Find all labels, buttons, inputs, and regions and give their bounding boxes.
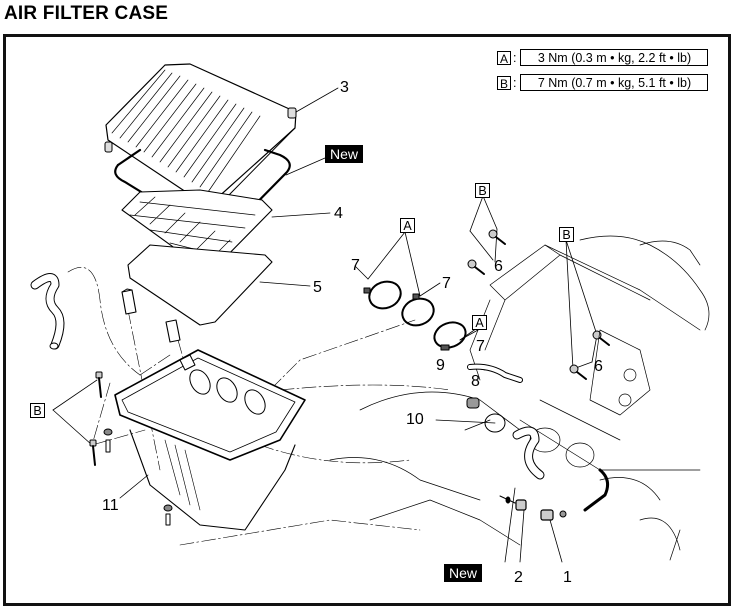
- air-filter-case: [114, 349, 306, 531]
- air-filter-cover: [104, 63, 297, 206]
- callout-5: 5: [313, 279, 322, 296]
- torque-marker-b-case: B: [30, 403, 45, 418]
- callout-7c: 7: [476, 338, 485, 355]
- callout-6a: 6: [494, 258, 503, 275]
- bolts-6: [467, 229, 610, 380]
- callout-4: 4: [334, 205, 343, 222]
- callout-7b: 7: [442, 275, 451, 292]
- torque-marker-a-clamps: A: [400, 218, 415, 233]
- torque-marker-a-clamp-lower: A: [472, 315, 487, 330]
- callout-9: 9: [436, 357, 445, 374]
- callout-10: 10: [406, 411, 424, 428]
- filter-element: [121, 189, 273, 271]
- case-bolts: [89, 371, 173, 526]
- new-part-badge-oring: New: [444, 564, 483, 582]
- diagram-frame: [3, 34, 731, 606]
- torque-key: B: [497, 75, 511, 91]
- new-part-badge-gasket: New: [325, 145, 364, 163]
- torque-key: A: [497, 50, 511, 66]
- torque-marker-b-upper: B: [475, 183, 490, 198]
- callout-7a: 7: [351, 257, 360, 274]
- callout-1: 1: [563, 569, 572, 586]
- torque-marker-b-right: B: [559, 227, 574, 242]
- callout-11: 11: [102, 497, 119, 514]
- foam-blocks: [121, 288, 181, 343]
- torque-colon: :: [513, 75, 517, 90]
- callout-3: 3: [340, 79, 349, 96]
- torque-value: 7 Nm (0.7 m • kg, 5.1 ft • lb): [520, 74, 709, 91]
- callout-2: 2: [514, 569, 523, 586]
- callout-6b: 6: [594, 358, 603, 375]
- hoses: [466, 363, 567, 521]
- breather-hose: [30, 273, 65, 350]
- torque-spec-a: A : 3 Nm (0.3 m • kg, 2.2 ft • lb): [497, 49, 709, 66]
- torque-value: 3 Nm (0.3 m • kg, 2.2 ft • lb): [520, 49, 709, 66]
- frame-engine-outline: [329, 235, 710, 561]
- page-title: AIR FILTER CASE: [4, 3, 169, 24]
- torque-spec-b: B : 7 Nm (0.7 m • kg, 5.1 ft • lb): [497, 74, 709, 91]
- filter-pad: [127, 244, 273, 326]
- callout-8: 8: [471, 373, 480, 390]
- torque-colon: :: [513, 50, 517, 65]
- hose-clamps: [363, 280, 467, 351]
